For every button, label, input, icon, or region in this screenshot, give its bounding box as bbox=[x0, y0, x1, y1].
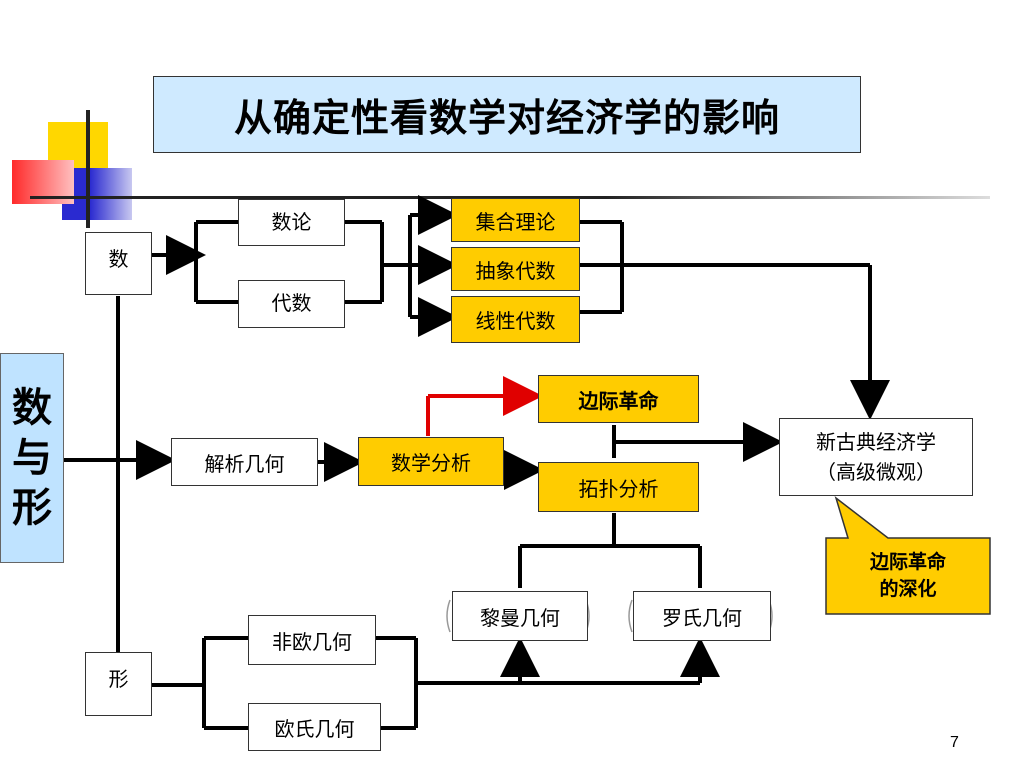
node-tuopu-fenxi: 拓扑分析 bbox=[538, 462, 699, 512]
node-oushi-jihe: 欧氏几何 bbox=[248, 703, 381, 751]
node-shuxue-fenxi: 数学分析 bbox=[358, 437, 504, 486]
node-jihe-lilun: 集合理论 bbox=[451, 198, 580, 242]
node-daishu: 代数 bbox=[238, 280, 345, 328]
page-number: 7 bbox=[950, 734, 959, 751]
page-title: 从确定性看数学对经济学的影响 bbox=[153, 76, 861, 153]
node-chouxiang-daishu: 抽象代数 bbox=[451, 247, 580, 291]
node-xin-gudian-jingjixue: 新古典经济学 （高级微观） bbox=[779, 418, 973, 496]
node-liman-jihe: 黎曼几何 bbox=[452, 591, 588, 641]
callout-bianji-geming-shenhua: 边际革命 的深化 bbox=[869, 551, 946, 600]
node-feiou-jihe: 非欧几何 bbox=[248, 615, 376, 665]
node-luoshi-jihe: 罗氏几何 bbox=[633, 591, 771, 641]
node-xianxing-daishu: 线性代数 bbox=[451, 296, 580, 343]
node-xing: 形 bbox=[85, 652, 152, 716]
node-shu: 数 bbox=[85, 232, 152, 295]
node-jiexi-jihe: 解析几何 bbox=[171, 438, 318, 486]
decor-horizontal-line bbox=[30, 196, 990, 199]
side-label-shu-yu-xing: 数 与 形 bbox=[0, 353, 64, 563]
side-char-3: 形 bbox=[12, 485, 52, 531]
node-bianji-geming: 边际革命 bbox=[538, 375, 699, 423]
decor-vertical-line bbox=[86, 110, 90, 228]
node-shulun: 数论 bbox=[238, 199, 345, 246]
side-char-2: 与 bbox=[12, 435, 52, 481]
callout-shape bbox=[825, 495, 991, 615]
side-char-1: 数 bbox=[12, 385, 52, 431]
